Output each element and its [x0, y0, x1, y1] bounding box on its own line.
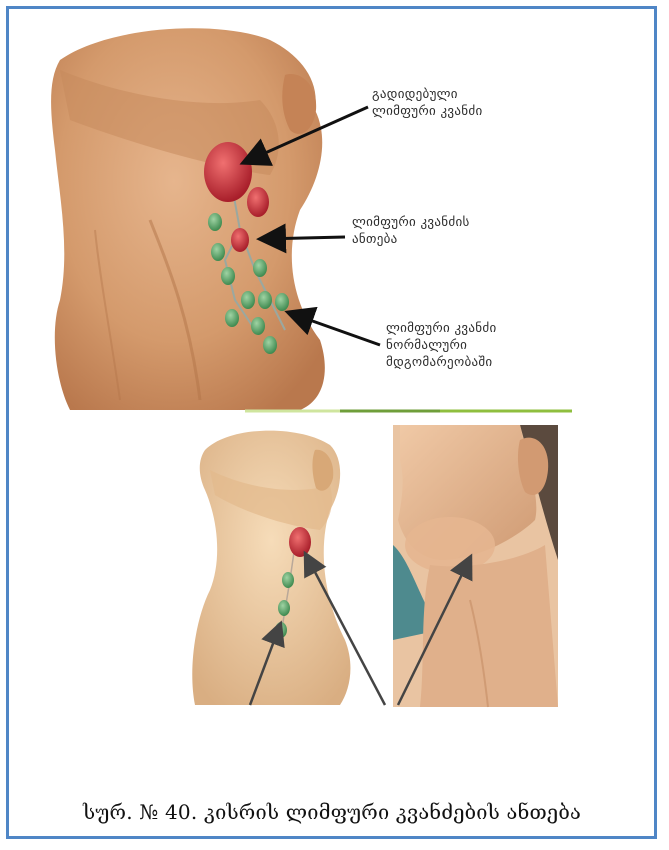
figure-caption: სურ. № 40. კისრის ლიმფური კვანძების ანთე… — [12, 800, 652, 824]
label-line: ლიმფური კვანძი — [372, 103, 483, 120]
label-line: ნორმალური — [386, 337, 497, 354]
normal-node — [275, 293, 289, 311]
normal-node — [251, 317, 265, 335]
normal-node — [258, 291, 272, 309]
label-line: ანთება — [352, 231, 470, 248]
enlarged-node-large — [204, 142, 252, 202]
label-node-inflammation: ლიმფური კვანძის ანთება — [352, 214, 470, 248]
normal-node — [263, 336, 277, 354]
inflamed-node — [231, 228, 249, 252]
arrow-node-inflammation — [262, 237, 345, 239]
normal-node — [211, 243, 225, 261]
label-line: გადიდებული — [372, 86, 483, 103]
normal-node — [253, 259, 267, 277]
normal-node — [282, 572, 294, 588]
label-line: ლიმფური კვანძი — [386, 320, 497, 337]
label-normal-nodes: ლიმფური კვანძი ნორმალური მდგომარეობაში — [386, 320, 497, 371]
label-line: მდგომარეობაში — [386, 354, 497, 371]
normal-node — [278, 600, 290, 616]
label-enlarged-node: გადიდებული ლიმფური კვანძი — [372, 86, 483, 120]
normal-node — [208, 213, 222, 231]
enlarged-node — [289, 527, 311, 557]
bottom-left-neck-illustration — [192, 431, 350, 705]
normal-node — [241, 291, 255, 309]
enlarged-node-small — [247, 187, 269, 217]
normal-node — [221, 267, 235, 285]
label-line: ლიმფური კვანძის — [352, 214, 470, 231]
top-neck-illustration — [51, 28, 325, 410]
normal-node — [225, 309, 239, 327]
